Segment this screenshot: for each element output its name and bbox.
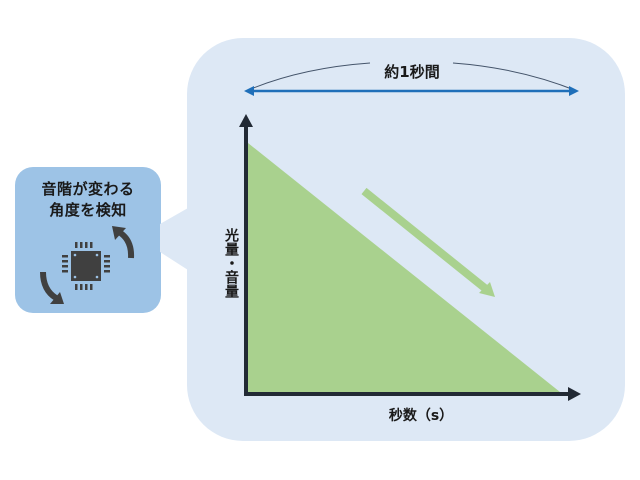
chip-icon: [62, 242, 110, 290]
x-axis-label: 秒数（s）: [388, 408, 454, 424]
duration-arrow: [244, 86, 579, 96]
decrease-trend-arrow: [361, 187, 495, 297]
x-axis: [244, 387, 581, 401]
card-title-line1: 音階が変わる: [41, 180, 135, 198]
card-title: 音階が変わる 角度を検知: [15, 179, 161, 221]
sensor-card: 音階が変わる 角度を検知: [15, 167, 161, 313]
duration-label: 約1秒間: [372, 61, 452, 82]
duration-arc-right: [452, 62, 578, 92]
duration-arc-left: [245, 62, 371, 92]
rotate-arrow-icon: [40, 226, 135, 304]
y-axis-label: 光量・音量: [223, 228, 239, 298]
y-axis: [239, 114, 253, 396]
bubble-tail: [160, 208, 188, 270]
decay-area: [248, 143, 560, 392]
card-title-line2: 角度を検知: [49, 201, 127, 219]
